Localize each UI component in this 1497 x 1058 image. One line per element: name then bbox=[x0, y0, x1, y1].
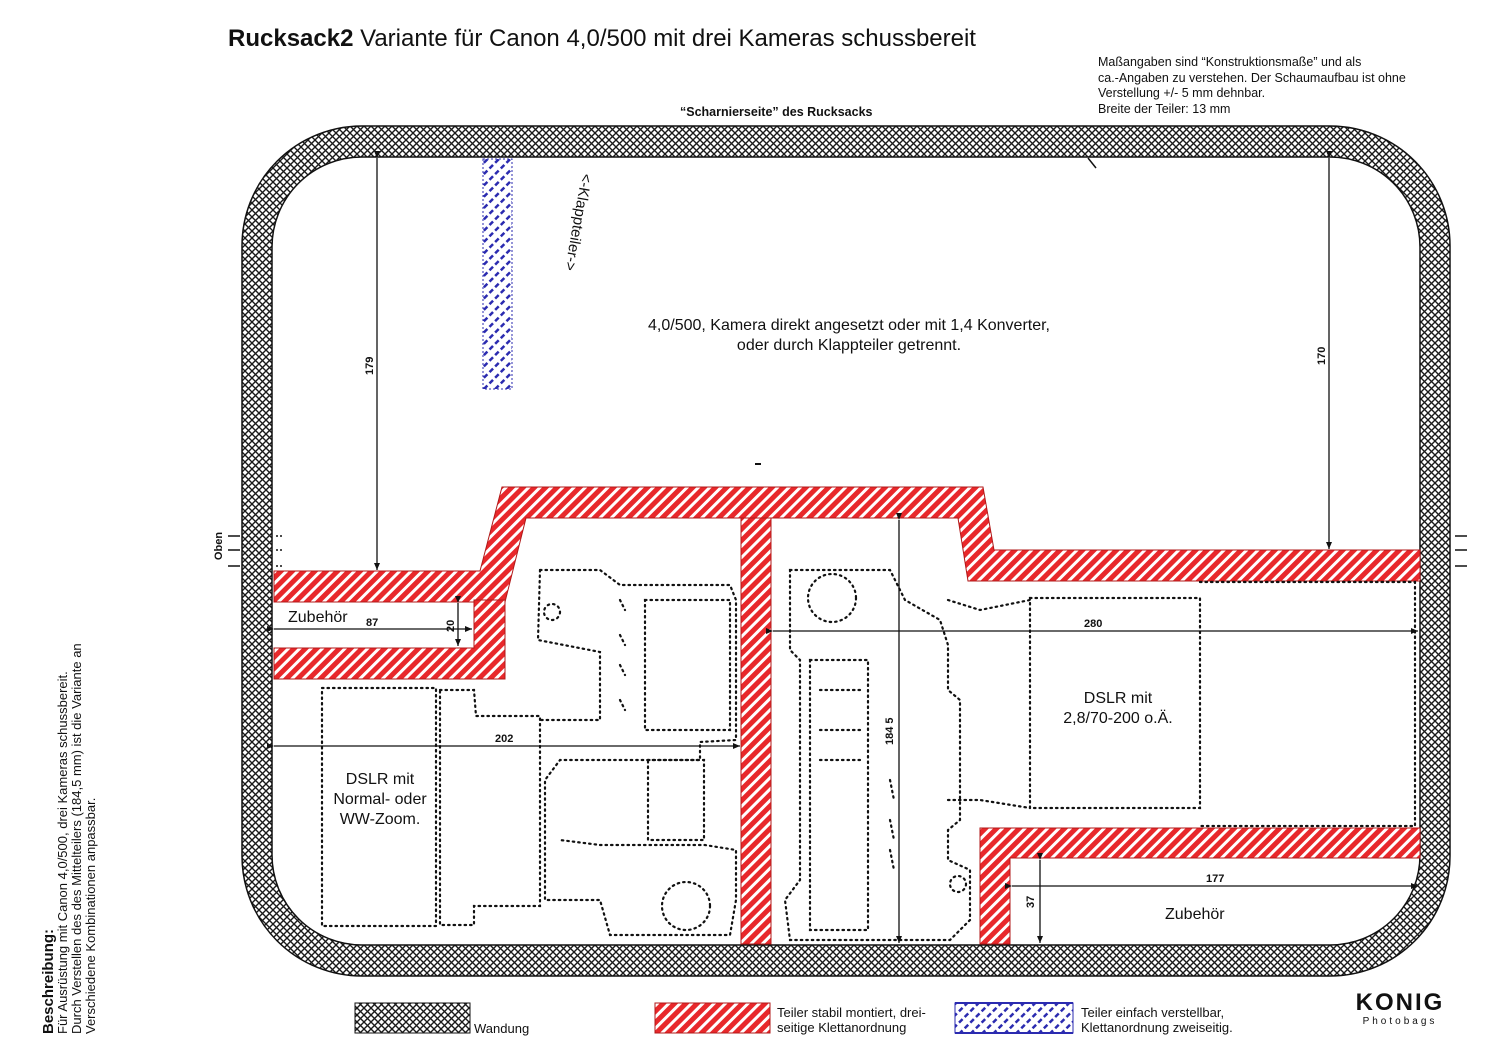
main-compartment-line: oder durch Klappteiler getrennt. bbox=[736, 337, 962, 354]
oben-markers bbox=[228, 535, 1467, 567]
zubehoer-right-label: Zubehör bbox=[1165, 906, 1225, 923]
rucksack-wall bbox=[241, 125, 1451, 977]
zubehoer-divider-right bbox=[979, 827, 1421, 945]
legend-adjustable-label: Teiler einfach verstellbar, Klettanordnu… bbox=[1081, 1005, 1233, 1035]
main-compartment-line: 4,0/500, Kamera direkt angesetzt oder mi… bbox=[648, 317, 1050, 334]
legend-adjustable-swatch bbox=[954, 1002, 1074, 1034]
fixed-dividers bbox=[273, 486, 1421, 945]
brand-subtitle: Photobags bbox=[1362, 1016, 1438, 1027]
dslr-right-label: DSLR mit 2,8/70-200 o.Ä. bbox=[1063, 690, 1173, 727]
description-heading: Beschreibung: bbox=[40, 928, 57, 1034]
legend-fixed-swatch bbox=[654, 1002, 771, 1034]
dim-280: 280 bbox=[1084, 618, 1102, 630]
dimension-lines bbox=[267, 151, 1418, 943]
note-line: Maßangaben sind “Konstruktionsmaße” und … bbox=[1098, 55, 1362, 69]
oben-label: Oben bbox=[213, 531, 225, 561]
dim-37: 37 bbox=[1025, 896, 1037, 908]
description-line: Verschiedene Kombinationen anpassbar. bbox=[83, 797, 98, 1034]
note-line: Breite der Teiler: 13 mm bbox=[1098, 101, 1231, 116]
dslr-left-label: DSLR mit Normal- oder WW-Zoom. bbox=[333, 771, 427, 828]
dim-179: 179 bbox=[364, 357, 376, 375]
hinge-side-label: “Scharnierseite” des Rucksacks bbox=[680, 105, 873, 119]
dim-184: 184 5 bbox=[884, 717, 896, 745]
dim-87: 87 bbox=[366, 617, 378, 629]
zubehoer-left-label: Zubehör bbox=[288, 609, 348, 626]
description-line: Für Ausrüstung mit Canon 4,0/500, drei K… bbox=[55, 671, 70, 1034]
dimension-labels: 179 170 87 20 202 184 5 280 177 37 bbox=[364, 347, 1328, 908]
top-divider bbox=[273, 486, 1421, 603]
equipment-outlines bbox=[320, 568, 1417, 942]
dim-202: 202 bbox=[495, 733, 513, 745]
legend-wall-swatch bbox=[354, 1002, 471, 1034]
brand-logo: KONIG Photobags bbox=[1350, 989, 1450, 1028]
note-line: Verstellung +/- 5 mm dehnbar. bbox=[1098, 86, 1266, 100]
construction-note: Maßangaben sind “Konstruktionsmaße” und … bbox=[1098, 55, 1406, 117]
page-title: Rucksack2 Variante für Canon 4,0/500 mit… bbox=[228, 25, 976, 52]
brand-name: KONIG bbox=[1355, 989, 1445, 1016]
dim-177: 177 bbox=[1206, 873, 1224, 885]
note-line: ca.-Angaben zu verstehen. Der Schaumaufb… bbox=[1098, 70, 1406, 85]
zubehoer-divider-left bbox=[273, 599, 506, 680]
dim-20: 20 bbox=[445, 620, 457, 632]
center-divider bbox=[740, 517, 772, 945]
dim-170: 170 bbox=[1316, 347, 1328, 365]
description-line: Durch Verstellen des des Mittelteilers (… bbox=[69, 643, 84, 1034]
legend-wall-label: Wandung bbox=[474, 1021, 530, 1036]
main-compartment-description: 4,0/500, Kamera direkt angesetzt oder mi… bbox=[648, 316, 1050, 356]
klappteiler-label: <-Klappteiler-> bbox=[561, 172, 595, 272]
klappteiler-divider bbox=[482, 158, 513, 390]
description-block: Beschreibung: Für Ausrüstung mit Canon 4… bbox=[40, 643, 98, 1034]
legend-fixed-label: Teiler stabil montiert, drei- seitige Kl… bbox=[777, 1005, 926, 1035]
